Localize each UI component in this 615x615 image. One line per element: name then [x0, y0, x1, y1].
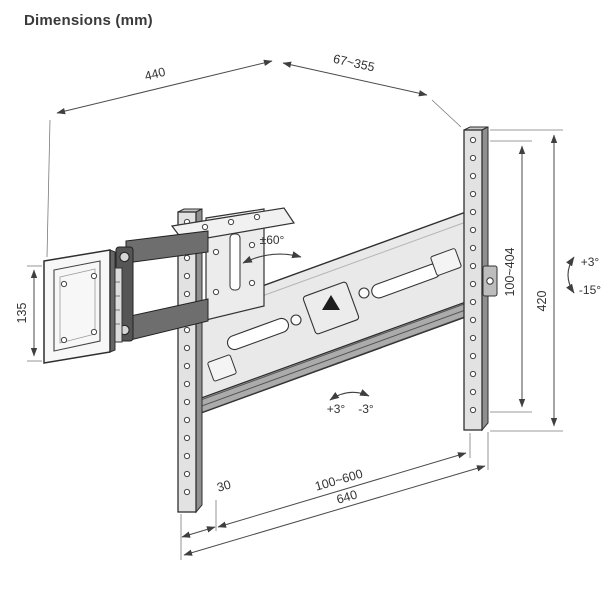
tilt-down-label: -15° [579, 283, 601, 297]
dimension-100-404: 100~404 [490, 140, 532, 413]
beam-end-plate-right [430, 248, 462, 276]
level-minus-label: -3° [358, 402, 374, 416]
tilt-up-label: +3° [581, 255, 600, 269]
swivel-angle-label: ±60° [260, 233, 285, 247]
dim-67-355-label: 67~355 [332, 52, 376, 75]
dimension-640: 640 [183, 432, 489, 556]
swivel-angle-annotation: ±60° [242, 233, 302, 264]
dim-135-label: 135 [15, 303, 29, 324]
dim-640-label: 640 [335, 488, 359, 507]
dimension-67-355: 67~355 [282, 52, 428, 97]
dimension-135: 135 [15, 265, 42, 362]
tv-vesa-plate [43, 249, 116, 364]
level-indicator-arrow-icon [322, 295, 340, 310]
extension-lines [46, 99, 462, 258]
dim-440-label: 440 [143, 65, 167, 84]
level-angle-annotation: +3° -3° [327, 389, 374, 416]
dim-420-label: 420 [535, 291, 549, 312]
dimension-420: 420 [490, 129, 563, 432]
level-plus-label: +3° [327, 402, 346, 416]
dim-100-404-label: 100~404 [503, 247, 517, 296]
beam-slot-left [226, 317, 290, 351]
wall-plate-right-rail [463, 126, 498, 432]
dimension-440: 440 [56, 59, 273, 115]
page-title: Dimensions (mm) [24, 12, 153, 29]
dim-30-label: 30 [215, 477, 232, 494]
dim-100-600-label: 100~600 [313, 467, 364, 494]
wall-plate-left-rail [177, 208, 203, 514]
beam-end-plate-left [207, 354, 237, 382]
tilt-angle-annotation: +3° -15° [566, 255, 601, 297]
dimension-100-600: 100~600 [217, 433, 471, 528]
